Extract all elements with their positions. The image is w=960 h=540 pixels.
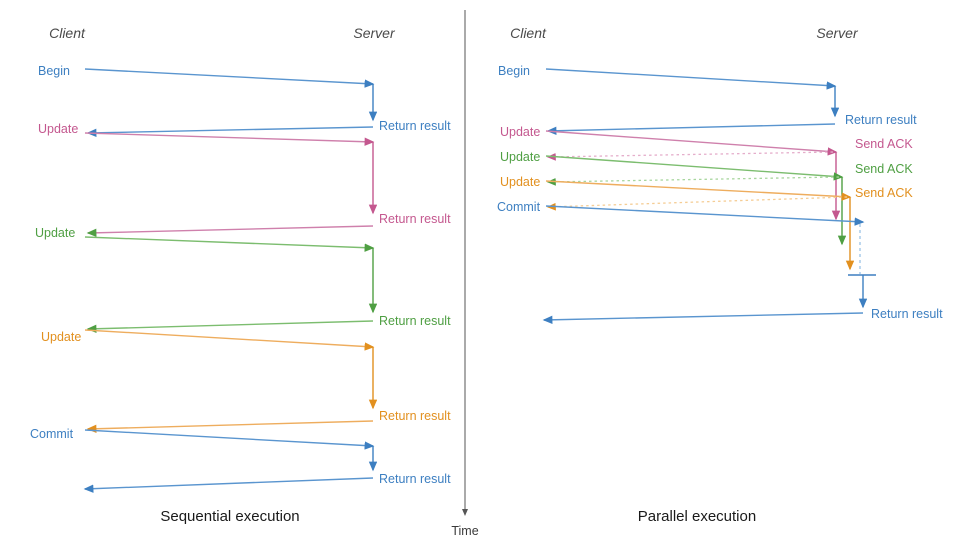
message-group-update2-seq xyxy=(84,236,378,333)
label-return-update2-sequential: Return result xyxy=(379,314,451,328)
arrow-update2-reply xyxy=(86,320,374,333)
message-group-begin-seq xyxy=(84,68,378,138)
server-label-parallel: Server xyxy=(816,25,859,41)
arrow-begin-request xyxy=(84,68,375,88)
arrow-update3-reply xyxy=(86,420,374,433)
label-ack-update2-parallel: Send ACK xyxy=(855,162,913,176)
arrow-commit-reply-parallel xyxy=(542,312,864,325)
label-return-commit-parallel: Return result xyxy=(871,307,943,321)
label-begin-sequential: Begin xyxy=(38,64,70,78)
panel-parallel: Client Server Begin Update Update Update… xyxy=(497,25,943,525)
message-group-update2-par xyxy=(545,155,847,246)
arrow-update1-ack-parallel xyxy=(546,151,834,161)
arrow-update3-ack-parallel xyxy=(546,196,848,211)
arrow-update2-ack-parallel xyxy=(546,176,840,186)
label-update3-parallel: Update xyxy=(500,175,540,189)
label-return-begin-parallel: Return result xyxy=(845,113,917,127)
label-update3-sequential: Update xyxy=(41,330,81,344)
arrow-update3-request xyxy=(84,329,375,351)
label-return-update3-sequential: Return result xyxy=(379,409,451,423)
client-label-sequential: Client xyxy=(49,25,86,41)
message-group-commit-par xyxy=(542,205,876,325)
label-begin-parallel: Begin xyxy=(498,64,530,78)
caption-sequential: Sequential execution xyxy=(160,508,299,525)
time-axis-label: Time xyxy=(451,524,478,538)
arrow-update1-request xyxy=(84,132,375,146)
arrow-update3-request-parallel xyxy=(545,180,852,201)
arrow-update2-request xyxy=(84,236,375,252)
caption-parallel: Parallel execution xyxy=(638,508,756,525)
label-update2-sequential: Update xyxy=(35,226,75,240)
label-return-begin-sequential: Return result xyxy=(379,119,451,133)
arrow-commit-request xyxy=(84,429,375,450)
label-commit-parallel: Commit xyxy=(497,200,541,214)
panel-sequential: Client Server Begin Update Update Update… xyxy=(30,25,451,525)
label-update2-parallel: Update xyxy=(500,150,540,164)
server-label-sequential: Server xyxy=(353,25,396,41)
arrow-begin-reply-parallel xyxy=(546,123,836,135)
message-group-update3-par xyxy=(545,180,855,271)
label-ack-update3-parallel: Send ACK xyxy=(855,186,913,200)
arrow-commit-request-parallel xyxy=(545,205,865,226)
message-group-update3-seq xyxy=(84,329,378,433)
client-label-parallel: Client xyxy=(510,25,547,41)
arrow-commit-reply xyxy=(83,477,374,493)
message-group-update1-par xyxy=(545,130,841,221)
message-group-commit-seq xyxy=(83,429,378,493)
label-update1-sequential: Update xyxy=(38,122,78,136)
message-group-begin-par xyxy=(545,68,840,135)
arrow-update2-request-parallel xyxy=(545,155,844,181)
label-ack-update1-parallel: Send ACK xyxy=(855,137,913,151)
label-update1-parallel: Update xyxy=(500,125,540,139)
arrow-begin-reply xyxy=(86,126,374,138)
arrow-update1-request-parallel xyxy=(545,130,838,156)
label-commit-sequential: Commit xyxy=(30,427,74,441)
arrow-update1-reply xyxy=(86,225,374,237)
arrow-begin-request-parallel xyxy=(545,68,837,90)
message-group-update1-seq xyxy=(84,132,378,237)
label-return-update1-sequential: Return result xyxy=(379,212,451,226)
label-return-commit-sequential: Return result xyxy=(379,472,451,486)
